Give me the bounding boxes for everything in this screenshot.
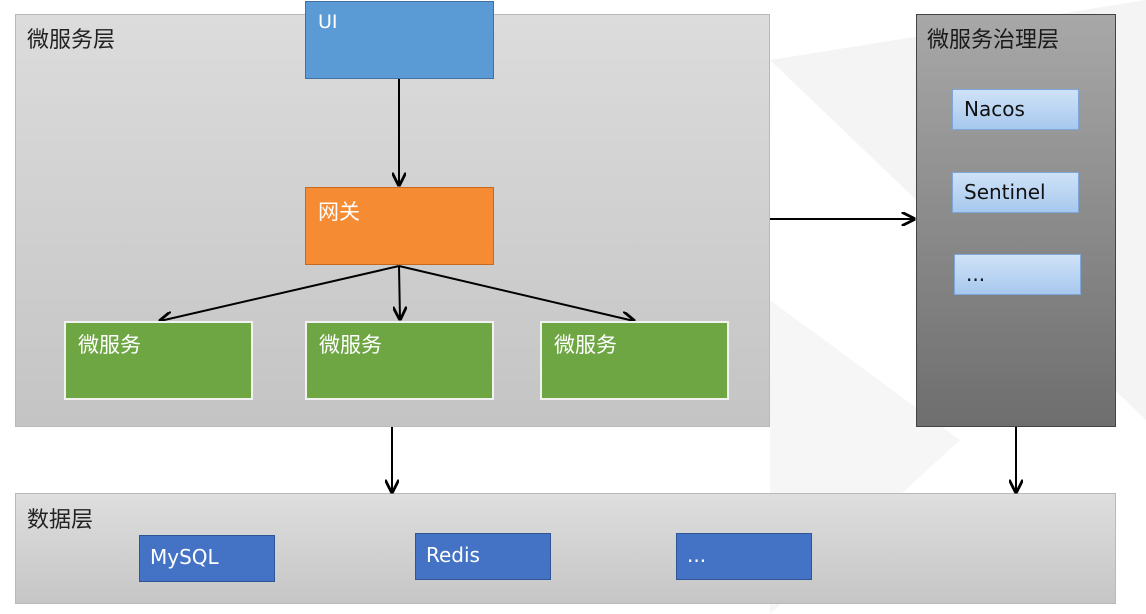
governance-item-label: Sentinel <box>964 180 1046 204</box>
gateway-node: 网关 <box>305 187 494 265</box>
data-layer-title: 数据层 <box>27 508 94 533</box>
governance-item-sentinel: Sentinel <box>952 172 1079 213</box>
governance-layer: 微服务治理层 <box>916 14 1116 427</box>
governance-item-more: ... <box>954 254 1081 295</box>
governance-item-label: ... <box>966 262 986 286</box>
data-item-label: Redis <box>426 543 480 567</box>
microservice-node-3: 微服务 <box>540 321 729 400</box>
microservice-node-2: 微服务 <box>305 321 494 400</box>
governance-item-nacos: Nacos <box>952 89 1079 130</box>
microservice-node-1: 微服务 <box>64 321 253 400</box>
microservice-node-label: 微服务 <box>554 333 617 357</box>
governance-item-label: Nacos <box>964 97 1025 121</box>
data-item-label: MySQL <box>150 545 219 569</box>
microservice-layer-title: 微服务层 <box>27 28 116 53</box>
microservice-node-label: 微服务 <box>78 333 141 357</box>
gateway-node-label: 网关 <box>318 200 360 224</box>
microservice-node-label: 微服务 <box>319 333 382 357</box>
ui-node-label: UI <box>318 11 338 33</box>
governance-layer-title: 微服务治理层 <box>927 28 1060 53</box>
ui-node: UI <box>305 1 494 79</box>
data-item-redis: Redis <box>415 533 551 580</box>
data-item-label: ... <box>687 543 707 567</box>
data-item-mysql: MySQL <box>139 535 275 582</box>
data-item-more: ... <box>676 533 812 580</box>
